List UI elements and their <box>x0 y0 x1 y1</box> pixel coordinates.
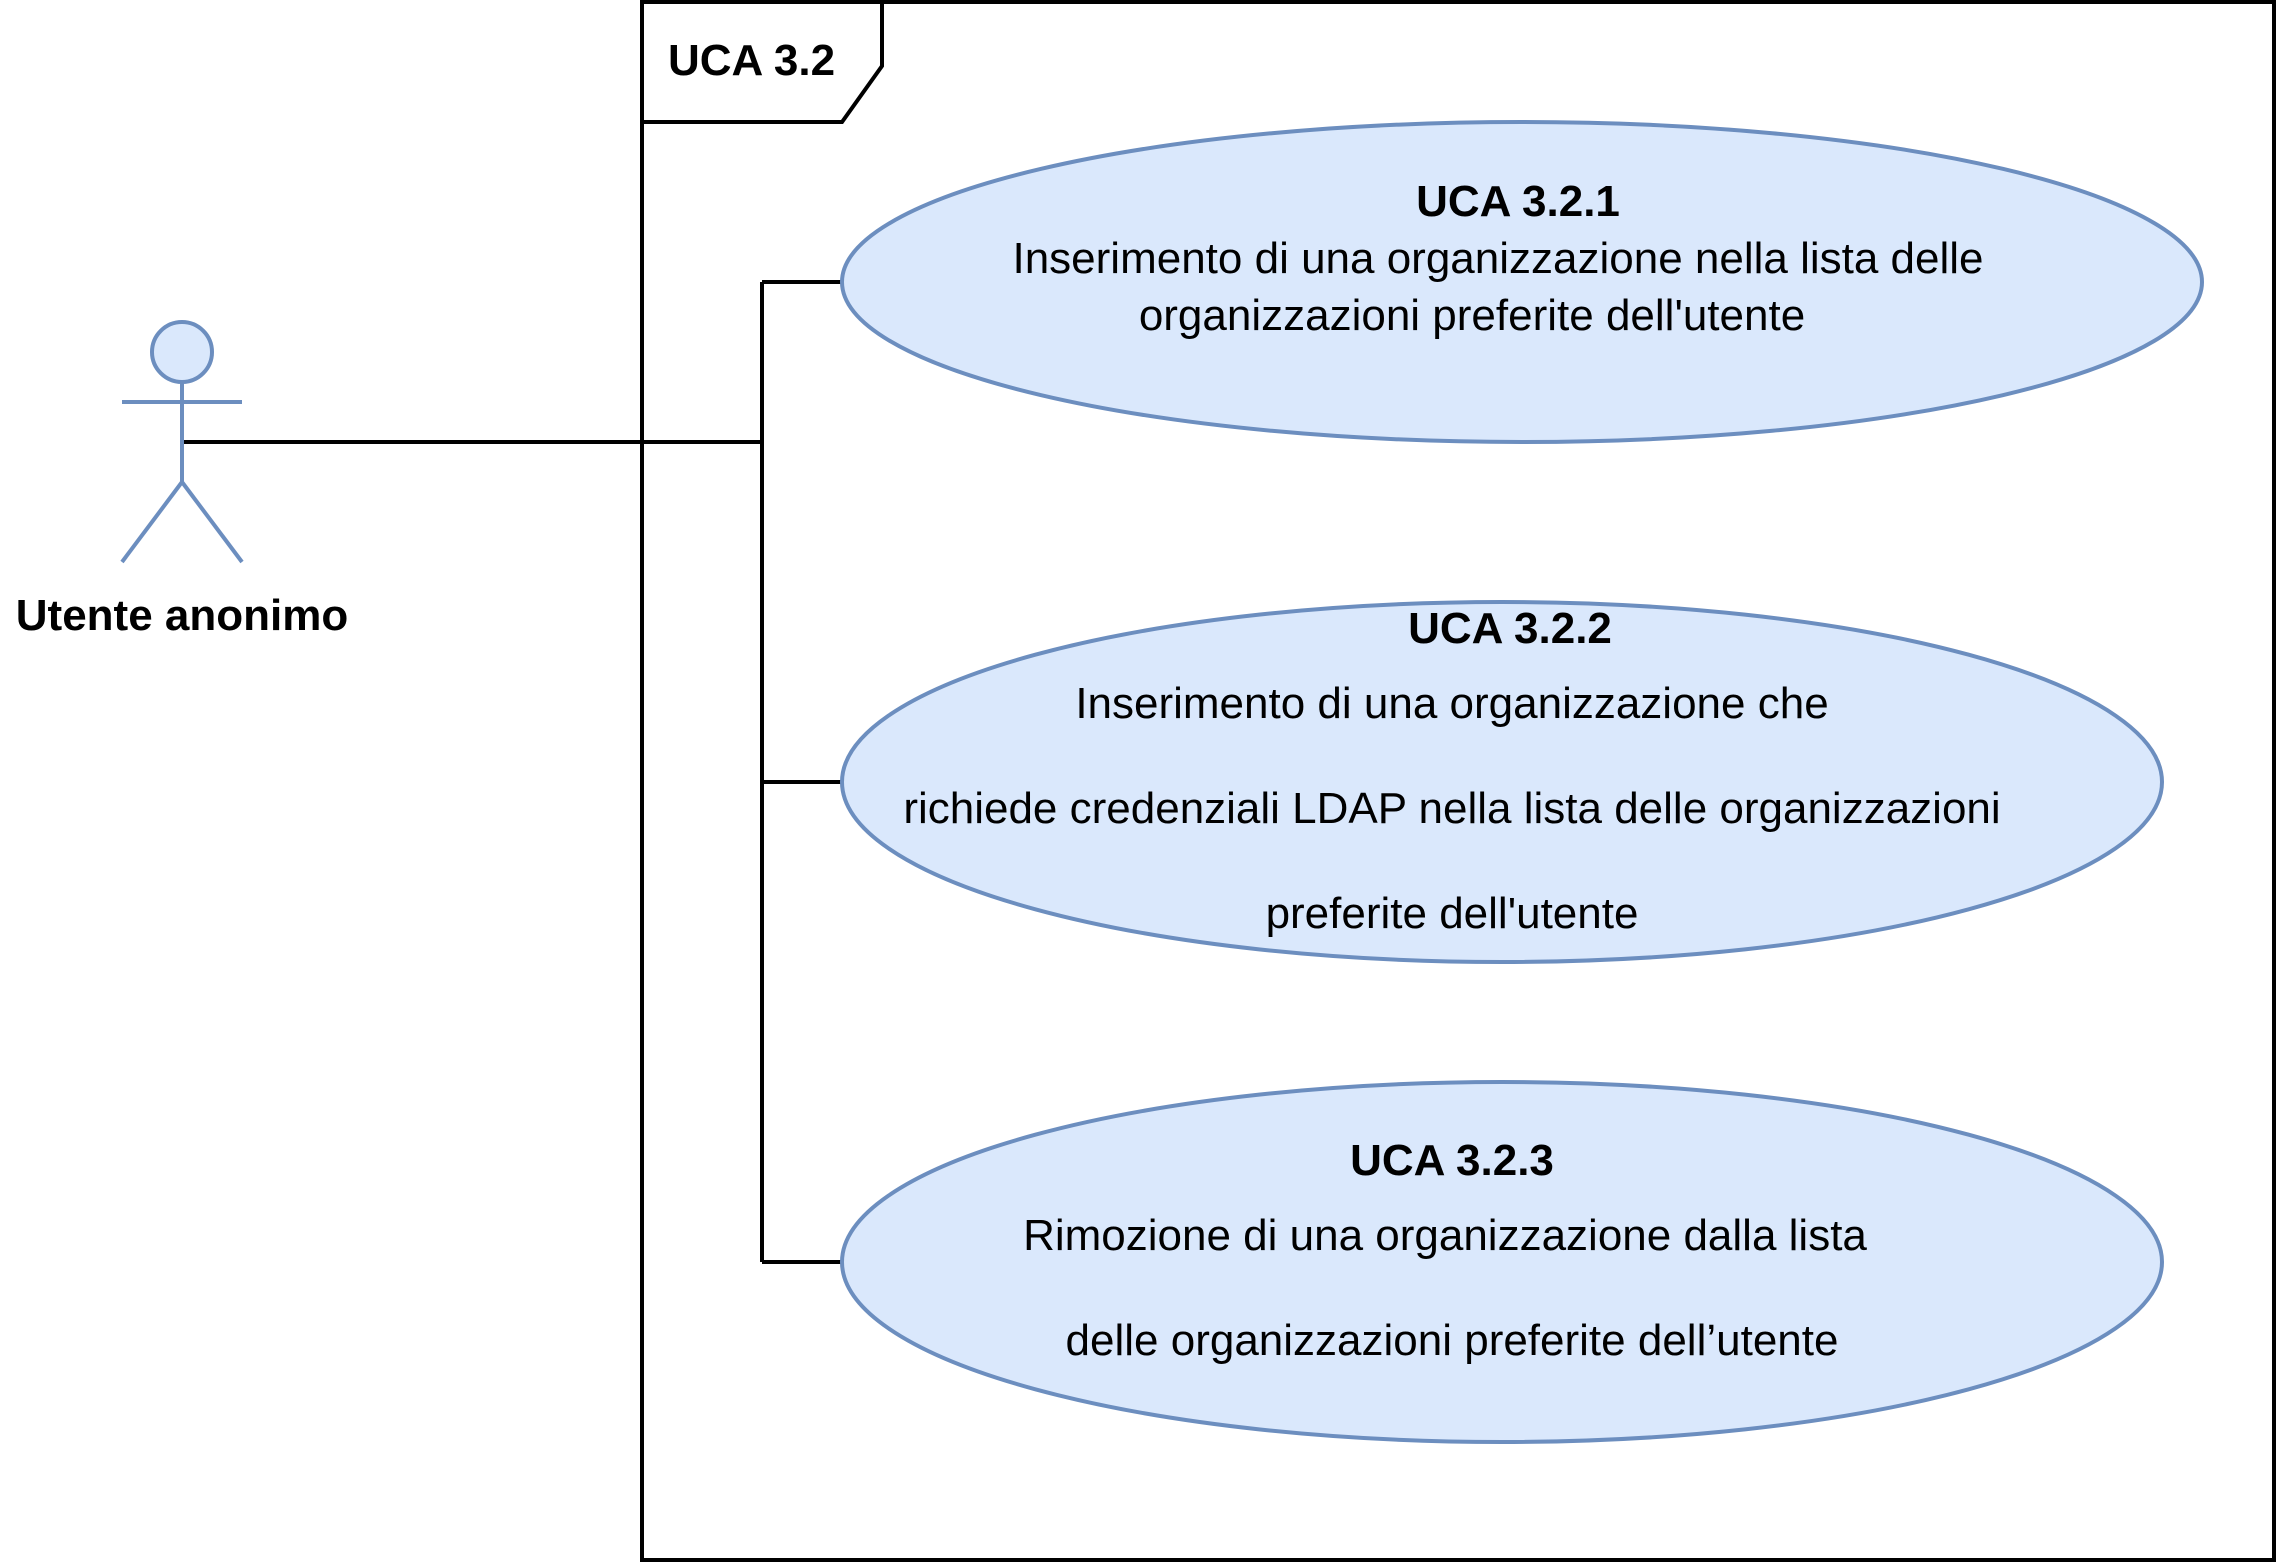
frame-title-tab <box>642 0 884 124</box>
actor-figure <box>120 320 244 564</box>
use-case-1-ellipse <box>840 120 2204 444</box>
use-case-2-line-2: richiede credenziali LDAP nella lista de… <box>903 784 2000 833</box>
actor-head <box>150 320 214 384</box>
use-case-3-line-1: Rimozione di una organizzazione dalla li… <box>1023 1211 1867 1260</box>
use-case-1-line-1: Inserimento di una organizzazione nella … <box>1012 234 1983 283</box>
actor-left-leg <box>120 480 184 564</box>
use-case-3-ellipse <box>840 1080 2164 1444</box>
use-case-3: UCA 3.2.3 Rimozione di una organizzazion… <box>840 1080 2164 1444</box>
use-case-1-line-2: organizzazioni preferite dell'utente <box>1139 291 1805 340</box>
use-case-2-ellipse <box>840 600 2164 964</box>
use-case-2-line-3: preferite dell'utente <box>1266 889 1639 938</box>
association-lines <box>182 280 842 1264</box>
use-case-1: UCA 3.2.1 Inserimento di una organizzazi… <box>840 120 2204 444</box>
system-boundary <box>640 0 2276 1562</box>
actor-right-leg <box>180 480 244 564</box>
use-case-2-line-1: Inserimento di una organizzazione che <box>1075 679 1828 728</box>
actor-name: Utente anonimo <box>16 591 348 640</box>
use-case-3-line-2: delle organizzazioni preferite dell’uten… <box>1066 1316 1839 1365</box>
use-case-2: UCA 3.2.2 Inserimento di una organizzazi… <box>840 600 2164 964</box>
use-case-3-id: UCA 3.2.3 <box>1350 1136 1554 1185</box>
use-case-1-id: UCA 3.2.1 <box>1416 177 1620 226</box>
frame-title: UCA 3.2 <box>668 36 835 85</box>
use-case-2-id: UCA 3.2.2 <box>1408 604 1612 653</box>
